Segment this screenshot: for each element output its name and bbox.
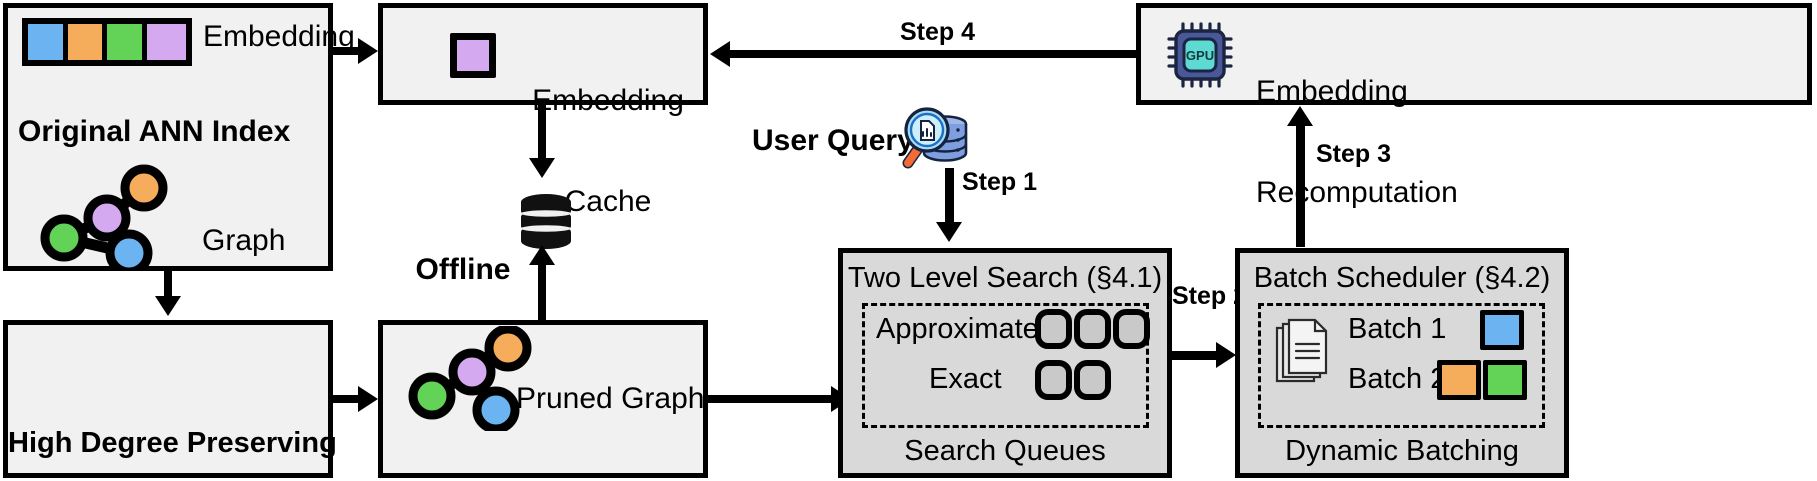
graph-node-blue — [105, 229, 153, 270]
approximate-slot-1 — [1035, 309, 1072, 349]
arrow-step4-line — [728, 50, 1140, 58]
dynamic-batching-footer: Dynamic Batching — [1285, 435, 1519, 467]
batch-1-label: Batch 1 — [1348, 313, 1447, 345]
database-cylinder-icon — [521, 194, 571, 249]
step1-label: Step 1 — [962, 168, 1038, 196]
pruned-node-blue — [472, 386, 520, 431]
graph-label: Graph — [202, 224, 286, 257]
embedding-cache-swatch — [450, 33, 496, 78]
pruned-graph-label: Pruned Graph — [516, 382, 705, 415]
approximate-slot-3 — [1113, 309, 1150, 349]
batch-scheduler-title: Batch Scheduler (§4.2) — [1253, 262, 1551, 294]
search-queues-footer: Search Queues — [904, 435, 1106, 467]
embedding-cell-green — [107, 24, 147, 60]
arrow-step2-line — [1172, 351, 1222, 360]
graph-pruning-box — [3, 320, 333, 478]
arrow-ann-to-pruning-head — [155, 296, 181, 316]
approximate-slot-2 — [1074, 309, 1111, 349]
arrow-step4-head — [710, 41, 730, 67]
arrow-step2-head — [1216, 342, 1236, 368]
recomputation-server-line2: Recomputation — [1256, 175, 1458, 209]
gpu-chip-icon: GPU — [1167, 22, 1233, 88]
arrow-cache-to-storage-line — [538, 105, 546, 165]
embedding-cell-purple — [146, 24, 186, 60]
svg-text:GPU: GPU — [1186, 48, 1214, 63]
step3-label: Step 3 — [1316, 140, 1392, 168]
exact-label: Exact — [929, 363, 1002, 395]
exact-slot-1 — [1035, 360, 1072, 400]
recomputation-server-line1: Embedding — [1256, 75, 1408, 109]
graph-pruning-title: High Degree Preserving Graph Pruning (§5… — [8, 352, 337, 481]
pruned-graph-visual — [408, 326, 532, 431]
arrow-cache-to-storage-head — [529, 158, 555, 178]
batch-2-label: Batch 2 — [1348, 363, 1447, 395]
two-level-search-title: Two Level Search (§4.1) — [847, 262, 1163, 294]
search-queues-panel — [862, 303, 1149, 428]
embedding-cache-title: Embedding Cache — [518, 17, 698, 286]
documents-stack-icon — [1275, 318, 1328, 383]
embedding-swatch-strip — [22, 18, 192, 66]
arrow-pruning-to-pruned-head — [358, 386, 378, 412]
arrow-ann-to-cache-head — [358, 38, 378, 64]
arrow-step3-line — [1296, 125, 1305, 247]
magnifier-database-icon — [902, 107, 968, 169]
original-ann-index-title: Original ANN Index — [18, 115, 291, 148]
embedding-cache-title-line2: Cache — [564, 184, 652, 218]
embedding-cache-box — [378, 3, 708, 105]
arrow-step1-line — [945, 168, 954, 226]
arrow-step3-head — [1287, 106, 1313, 126]
step4-label: Step 4 — [900, 18, 976, 46]
graph-node-green — [40, 214, 88, 262]
user-query-label: User Query — [752, 124, 914, 157]
graph-node-orange — [120, 164, 168, 212]
embedding-cell-blue — [28, 24, 68, 60]
arrow-step1-head — [936, 222, 962, 242]
batch-1-chip-blue — [1480, 310, 1524, 350]
arrow-ann-to-pruning-line — [164, 271, 172, 303]
embedding-cache-title-line1: Embedding — [532, 84, 684, 118]
graph-pruning-line1: High Degree Preserving — [8, 426, 337, 459]
arrow-pruned-to-storage-line — [538, 252, 546, 320]
recomputation-server-box — [1136, 3, 1812, 105]
batch-2-chip-orange — [1437, 360, 1481, 400]
arrow-pruned-to-storage-head — [529, 245, 555, 265]
offline-storage-line1: Offline — [415, 253, 511, 287]
arrow-pruning-to-pruned-line — [333, 395, 363, 403]
dynamic-batching-panel — [1258, 303, 1545, 428]
exact-slot-2 — [1074, 360, 1111, 400]
embedding-label: Embedding — [203, 20, 355, 53]
two-level-search-box — [838, 248, 1172, 478]
ann-index-graph — [40, 164, 168, 270]
batch-2-chip-green — [1483, 360, 1527, 400]
approximate-label: Approximate — [876, 313, 1039, 345]
graph-node-purple — [83, 194, 131, 242]
pruned-node-orange — [484, 326, 532, 372]
arrow-ann-to-cache-line — [333, 47, 363, 55]
pruned-node-green — [408, 372, 456, 420]
embedding-cell-orange — [67, 24, 108, 60]
arrow-pruned-to-search-line — [708, 395, 836, 403]
pruned-node-purple — [448, 348, 496, 396]
